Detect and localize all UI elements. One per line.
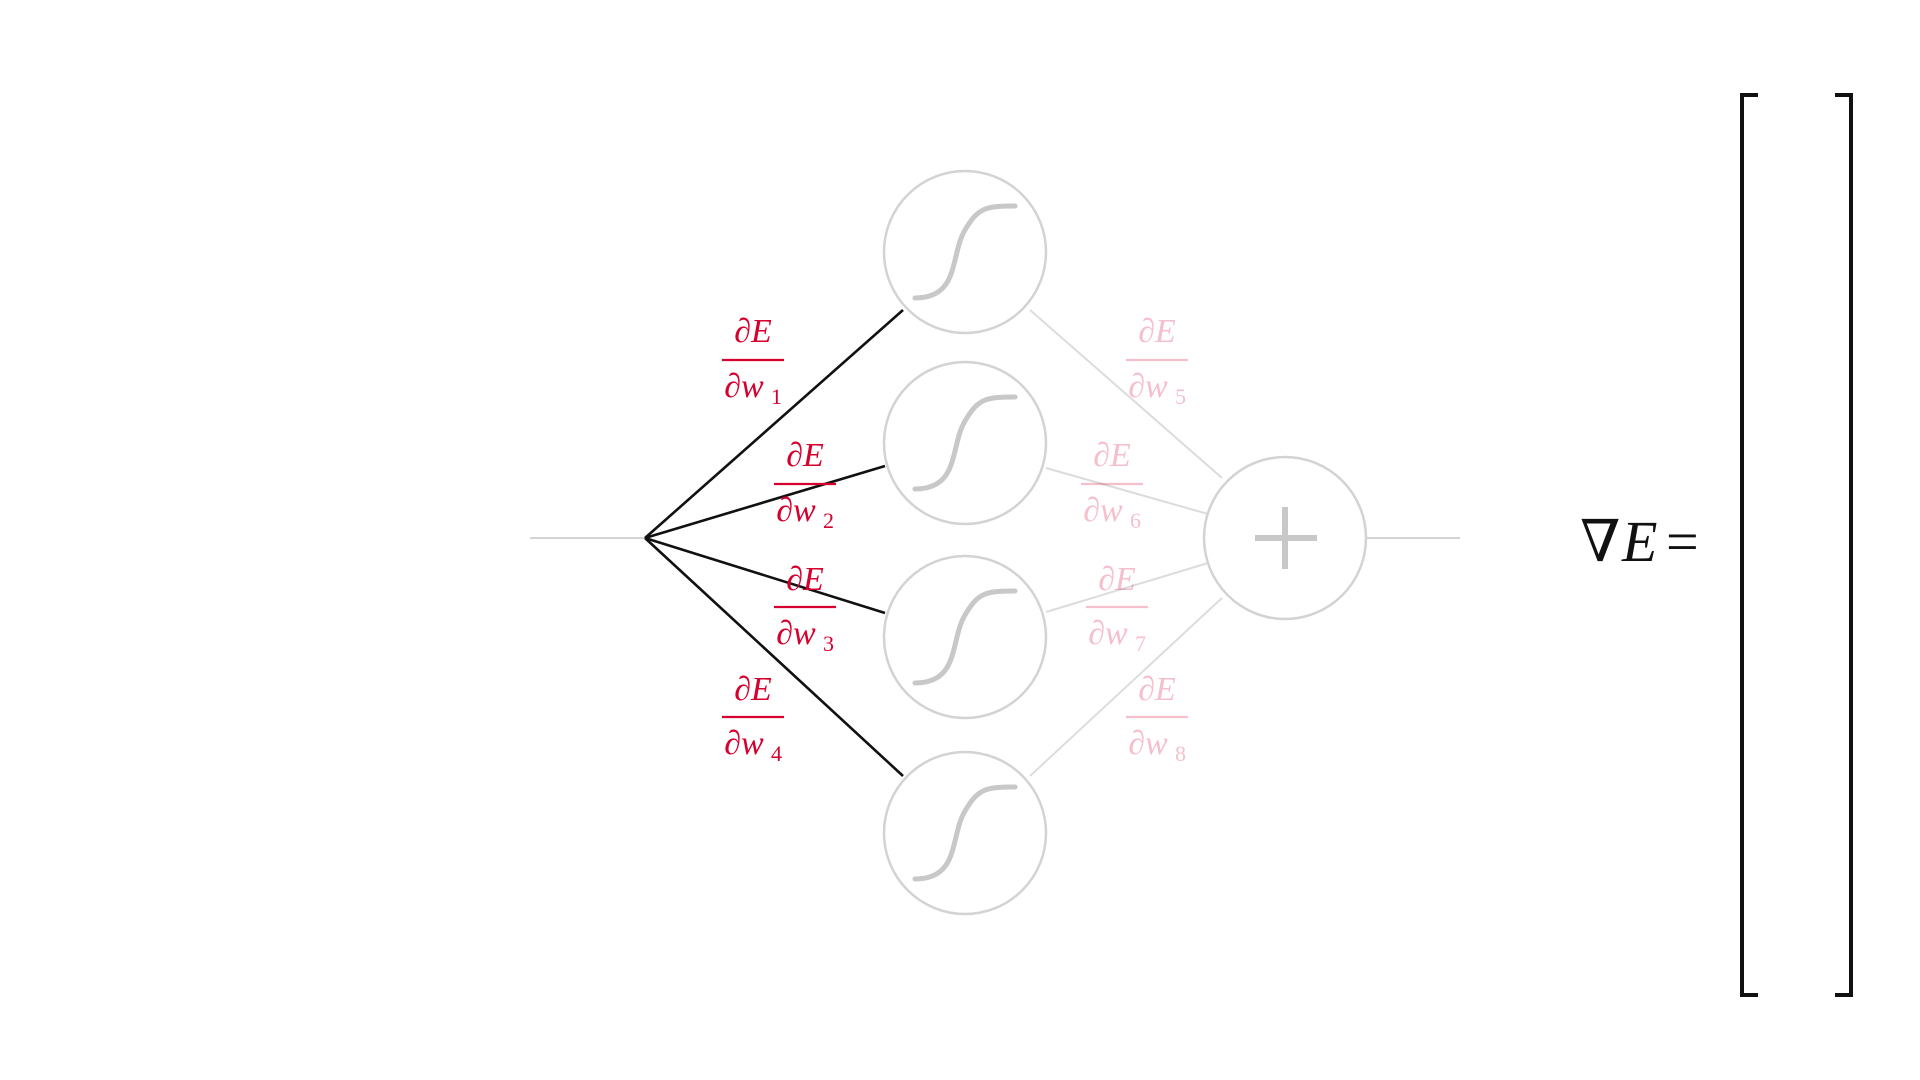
label-dE-dw4: ∂E ∂w 4 <box>722 671 784 766</box>
svg-text:∂E: ∂E <box>786 561 824 598</box>
plus-icon <box>1255 507 1317 569</box>
svg-text:∂E: ∂E <box>1138 671 1176 708</box>
svg-text:4: 4 <box>771 741 782 766</box>
svg-text:∂w: ∂w <box>776 615 816 652</box>
left-bracket <box>1740 93 1758 997</box>
sigmoid-icon <box>912 394 1018 492</box>
label-dE-dw3: ∂E ∂w 3 <box>774 561 836 656</box>
svg-text:∂w: ∂w <box>724 725 764 762</box>
sigmoid-icon <box>912 203 1018 301</box>
label-dE-dw7: ∂E ∂w 7 <box>1086 561 1148 656</box>
svg-text:8: 8 <box>1175 741 1186 766</box>
svg-text:∂w: ∂w <box>1083 492 1123 529</box>
edge-w1 <box>644 309 904 539</box>
error-symbol: E <box>1621 509 1657 574</box>
svg-text:6: 6 <box>1130 508 1141 533</box>
right-bracket <box>1835 93 1853 997</box>
edge-w8 <box>1029 597 1223 777</box>
svg-text:∂E: ∂E <box>1138 313 1176 350</box>
output-node <box>1202 455 1368 621</box>
nabla-symbol: ∇ <box>1580 509 1621 574</box>
gradient-equation: ∇ E = <box>1580 509 1699 574</box>
hidden-node-1 <box>882 169 1048 335</box>
svg-text:∂E: ∂E <box>786 437 824 474</box>
svg-text:2: 2 <box>823 508 834 533</box>
hidden-node-3 <box>882 554 1048 720</box>
edge-w6 <box>1045 467 1209 515</box>
gradient-vector <box>1740 93 1853 997</box>
hidden-node-4 <box>882 750 1048 916</box>
svg-text:1: 1 <box>771 384 782 409</box>
svg-text:∂w: ∂w <box>776 492 816 529</box>
svg-text:∂E: ∂E <box>734 671 772 708</box>
label-dE-dw2: ∂E ∂w 2 <box>774 437 836 533</box>
svg-text:∂E: ∂E <box>734 313 772 350</box>
svg-text:∂w: ∂w <box>724 368 764 405</box>
sigmoid-icon <box>912 588 1018 686</box>
svg-text:7: 7 <box>1135 631 1146 656</box>
label-dE-dw1: ∂E ∂w 1 <box>722 313 784 409</box>
edge-w7 <box>1045 562 1209 613</box>
svg-text:5: 5 <box>1175 384 1186 409</box>
svg-text:∂E: ∂E <box>1098 561 1136 598</box>
edge-w3 <box>644 536 886 615</box>
equals-sign: = <box>1666 509 1699 574</box>
svg-text:∂w: ∂w <box>1088 615 1128 652</box>
label-dE-dw8: ∂E ∂w 8 <box>1126 671 1188 766</box>
edge-w4 <box>644 537 904 777</box>
hidden-node-2 <box>882 360 1048 526</box>
svg-text:∂w: ∂w <box>1128 368 1168 405</box>
label-dE-dw5: ∂E ∂w 5 <box>1126 313 1188 409</box>
edge-w5 <box>1029 309 1223 479</box>
edge-w2 <box>644 464 886 540</box>
label-dE-dw6: ∂E ∂w 6 <box>1081 437 1143 533</box>
sigmoid-icon <box>912 784 1018 882</box>
svg-text:∂E: ∂E <box>1093 437 1131 474</box>
svg-text:∂w: ∂w <box>1128 725 1168 762</box>
svg-text:3: 3 <box>823 631 834 656</box>
